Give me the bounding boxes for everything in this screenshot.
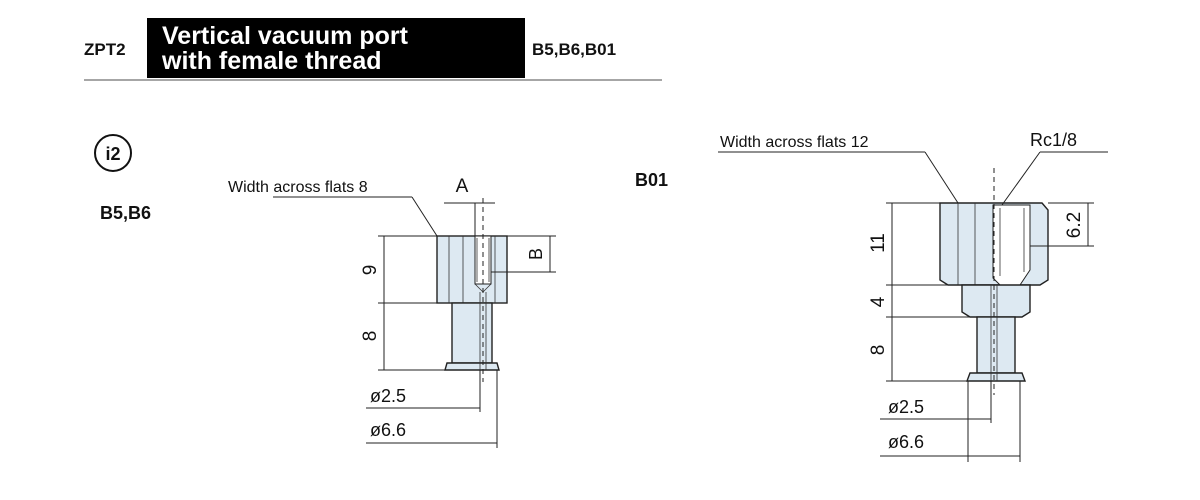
right-dim-8: 8 xyxy=(868,345,889,356)
left-dia-outer: ø6.6 xyxy=(370,420,406,440)
right-dim-11: 11 xyxy=(868,233,889,253)
right-thread-bore xyxy=(992,204,1031,286)
right-foot xyxy=(965,372,1027,382)
badge: i2 xyxy=(94,134,132,172)
right-part-drawing: 11 4 8 6.2 Width across flats 12 Rc1/8 ø… xyxy=(718,130,1108,462)
right-dim-62: 6.2 xyxy=(1064,212,1085,238)
left-dim-B: B xyxy=(526,248,546,260)
right-flange xyxy=(961,284,1031,318)
title-line-1: Vertical vacuum port xyxy=(162,22,409,50)
left-dia-inner: ø2.5 xyxy=(370,386,406,406)
left-foot xyxy=(444,362,500,371)
right-dia-outer: ø6.6 xyxy=(888,432,924,452)
title-line-2: with female thread xyxy=(161,47,382,75)
left-hex-body xyxy=(436,235,508,304)
right-dia-inner: ø2.5 xyxy=(888,397,924,417)
left-view-label: B5,B6 xyxy=(100,203,151,223)
right-dim-4: 4 xyxy=(868,296,889,307)
variant-codes: B5,B6,B01 xyxy=(532,40,616,59)
title-box xyxy=(147,18,525,78)
left-dim-A: A xyxy=(456,176,469,197)
left-dim-8: 8 xyxy=(360,331,381,342)
left-part-drawing: 9 8 B A Width across flats 8 ø2.5 ø6.6 xyxy=(228,176,556,448)
badge-circle xyxy=(94,134,132,172)
model-code: ZPT2 xyxy=(84,40,126,59)
right-thread-label: Rc1/8 xyxy=(1030,130,1077,150)
right-neck xyxy=(976,316,1016,374)
right-view-label: B01 xyxy=(635,170,668,190)
left-flats-label: Width across flats 8 xyxy=(228,179,368,196)
badge-text: i2 xyxy=(105,144,120,164)
right-flats-label: Width across flats 12 xyxy=(720,134,869,151)
header: ZPT2 Vertical vacuum port with female th… xyxy=(84,18,662,81)
left-dim-9: 9 xyxy=(360,265,381,276)
